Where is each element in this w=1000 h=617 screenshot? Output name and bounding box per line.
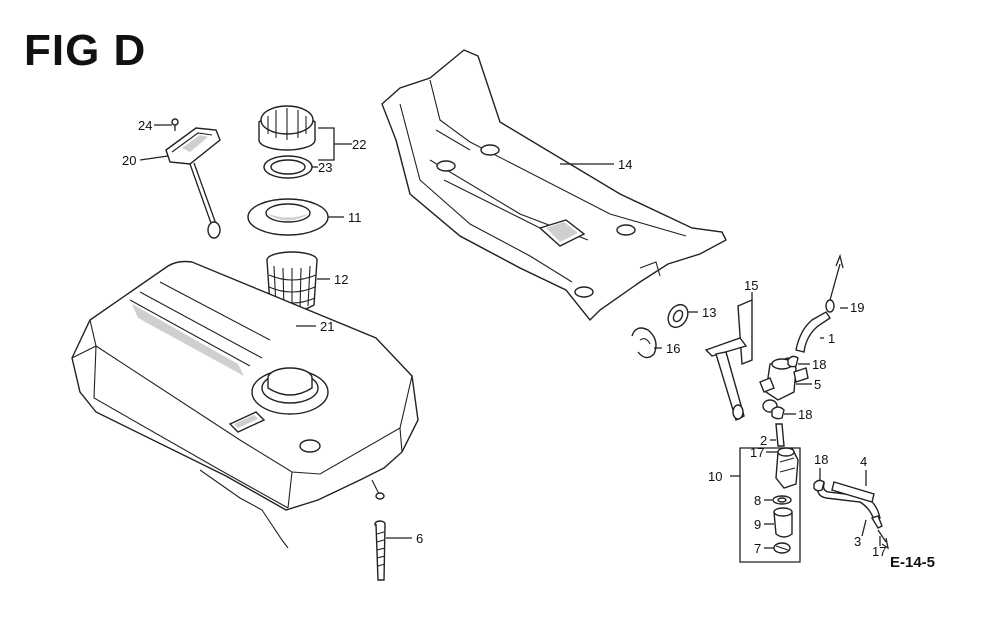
callout-19: 19 bbox=[850, 300, 864, 315]
fuel-hose-upper bbox=[795, 311, 831, 353]
fuel-tank bbox=[71, 260, 419, 549]
fuel-cock-bracket bbox=[704, 298, 753, 421]
callout-11: 11 bbox=[348, 210, 362, 225]
callout-17-lower: 17 bbox=[872, 544, 886, 559]
clip-lower bbox=[813, 479, 825, 492]
callout-17-upper: 17 bbox=[750, 445, 764, 460]
bolt bbox=[374, 520, 386, 581]
strainer-cup-assembly bbox=[739, 447, 801, 563]
callout-4: 4 bbox=[860, 454, 867, 469]
grommet bbox=[667, 303, 689, 329]
filler-ring bbox=[247, 198, 329, 236]
callout-22: 22 bbox=[352, 137, 366, 152]
figure-title: FIG D bbox=[24, 26, 147, 75]
hose-clip bbox=[631, 327, 657, 359]
callout-20: 20 bbox=[122, 153, 136, 168]
callout-23: 23 bbox=[318, 160, 332, 175]
callout-18-upper: 18 bbox=[812, 357, 826, 372]
callout-24: 24 bbox=[138, 118, 152, 133]
callout-15: 15 bbox=[744, 278, 758, 293]
cap-gasket bbox=[263, 155, 313, 179]
under-cover bbox=[381, 49, 727, 322]
fuel-tube bbox=[775, 423, 785, 447]
fuel-hose-lower bbox=[816, 482, 883, 529]
fuel-gauge bbox=[165, 127, 221, 239]
clip-middle bbox=[771, 406, 785, 420]
callout-5: 5 bbox=[814, 377, 821, 392]
fuel-cap bbox=[258, 105, 316, 151]
reference-code: E-14-5 bbox=[890, 554, 936, 571]
callout-2: 2 bbox=[760, 433, 767, 448]
callout-16: 16 bbox=[666, 341, 680, 356]
vent-joint bbox=[825, 253, 844, 313]
callout-8: 8 bbox=[754, 493, 761, 508]
callout-9: 9 bbox=[754, 517, 761, 532]
callout-3: 3 bbox=[854, 534, 861, 549]
callout-14: 14 bbox=[618, 157, 632, 172]
callout-7: 7 bbox=[754, 541, 761, 556]
callout-1: 1 bbox=[828, 331, 835, 346]
callout-12: 12 bbox=[334, 272, 348, 287]
fuel-cock bbox=[759, 357, 809, 413]
clip-upper bbox=[787, 355, 799, 368]
fuel-hose-short bbox=[831, 481, 889, 550]
leader-lines bbox=[139, 124, 881, 549]
rivet bbox=[171, 118, 179, 131]
callout-10: 10 bbox=[708, 469, 722, 484]
callout-18-lower: 18 bbox=[814, 452, 828, 467]
callout-21: 21 bbox=[320, 319, 334, 334]
callout-13: 13 bbox=[702, 305, 716, 320]
callout-6: 6 bbox=[416, 531, 423, 546]
callout-18-middle: 18 bbox=[798, 407, 812, 422]
